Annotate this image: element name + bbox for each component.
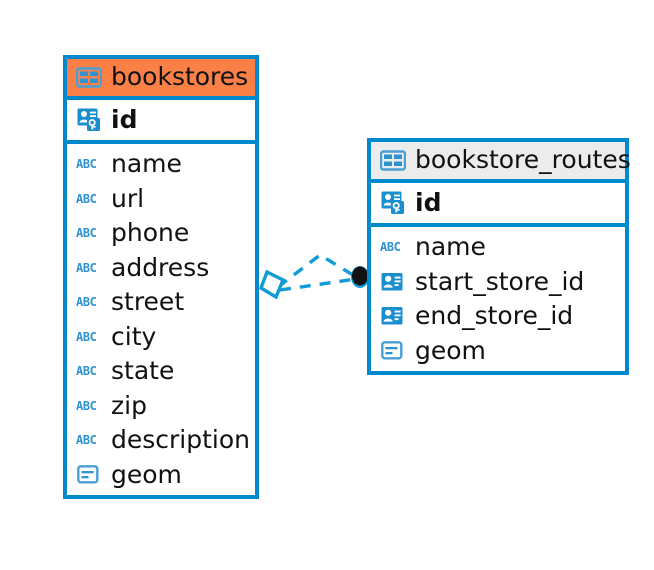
field-label: city	[111, 321, 157, 351]
field-row[interactable]: ABC name	[67, 147, 255, 182]
field-label: geom	[111, 459, 182, 489]
field-row[interactable]: geom	[371, 334, 625, 369]
svg-text:ABC: ABC	[76, 399, 97, 413]
svg-text:ABC: ABC	[76, 157, 97, 171]
field-label: street	[111, 287, 185, 317]
foreign-key-icon	[380, 305, 406, 327]
svg-text:ABC: ABC	[76, 192, 97, 206]
field-row[interactable]: ABC state	[67, 354, 255, 389]
diamond-marker	[258, 269, 286, 300]
foreign-key-icon	[380, 271, 406, 293]
field-list-bookstores: ABC name ABC url ABC p	[67, 144, 255, 496]
table-icon	[380, 149, 406, 171]
geometry-icon	[76, 464, 102, 486]
text-abc-icon: ABC	[380, 236, 406, 258]
field-label: name	[415, 232, 486, 262]
text-abc-icon: ABC	[76, 395, 102, 417]
entity-header-bookstore-routes[interactable]: bookstore_routes	[371, 142, 631, 180]
field-row[interactable]: ABC phone	[67, 216, 255, 251]
entity-header-bookstores[interactable]: bookstores	[67, 59, 255, 97]
text-abc-icon: ABC	[76, 153, 102, 175]
entity-bookstore-routes[interactable]: bookstore_routes id	[367, 138, 631, 376]
field-row[interactable]: ABC city	[67, 320, 255, 355]
field-list-bookstore-routes: ABC name start_store_id	[371, 227, 625, 372]
text-abc-icon: ABC	[76, 257, 102, 279]
svg-text:ABC: ABC	[76, 364, 97, 378]
svg-text:ABC: ABC	[76, 330, 97, 344]
field-row[interactable]: ABC url	[67, 182, 255, 217]
primary-key-row-bookstores[interactable]: id	[67, 96, 255, 145]
field-row[interactable]: ABC description	[67, 423, 255, 458]
field-label: address	[111, 252, 210, 282]
field-row[interactable]: ABC street	[67, 285, 255, 320]
entity-name-label: bookstore_routes	[415, 145, 631, 174]
primary-key-label: id	[111, 105, 138, 135]
field-label: description	[111, 425, 251, 455]
relationship-line-lower	[279, 277, 357, 292]
field-label: name	[111, 149, 182, 179]
primary-key-icon	[380, 191, 406, 215]
field-label: end_store_id	[415, 301, 574, 331]
field-label: state	[111, 356, 175, 386]
svg-text:ABC: ABC	[380, 240, 401, 254]
entity-bookstores[interactable]: bookstores id	[63, 55, 259, 500]
table-icon	[76, 66, 102, 88]
svg-text:ABC: ABC	[76, 261, 97, 275]
field-label: phone	[111, 218, 190, 248]
text-abc-icon: ABC	[76, 222, 102, 244]
text-abc-icon: ABC	[76, 429, 102, 451]
field-row[interactable]: ABC zip	[67, 389, 255, 424]
field-row[interactable]: geom	[67, 458, 255, 493]
svg-text:ABC: ABC	[76, 226, 97, 240]
primary-key-label: id	[415, 188, 442, 218]
geometry-icon	[380, 340, 406, 362]
field-label: zip	[111, 390, 147, 420]
field-label: geom	[415, 335, 486, 365]
primary-key-icon	[76, 108, 102, 132]
text-abc-icon: ABC	[76, 188, 102, 210]
field-label: start_store_id	[415, 266, 585, 296]
svg-text:ABC: ABC	[76, 295, 97, 309]
text-abc-icon: ABC	[76, 326, 102, 348]
text-abc-icon: ABC	[76, 291, 102, 313]
field-row[interactable]: ABC name	[371, 230, 625, 265]
field-row[interactable]: end_store_id	[371, 299, 625, 334]
entity-name-label: bookstores	[111, 62, 249, 91]
svg-text:ABC: ABC	[76, 433, 97, 447]
text-abc-icon: ABC	[76, 360, 102, 382]
field-label: url	[111, 183, 145, 213]
field-row[interactable]: start_store_id	[371, 265, 625, 300]
relationship-line-upper	[276, 252, 359, 289]
primary-key-row-bookstore-routes[interactable]: id	[371, 179, 625, 228]
field-row[interactable]: ABC address	[67, 251, 255, 286]
